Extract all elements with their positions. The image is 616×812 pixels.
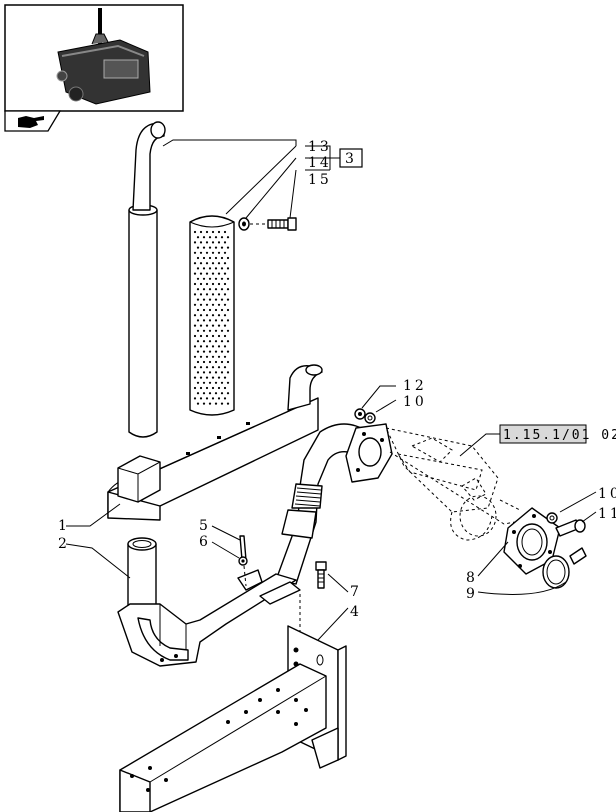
mounting-support-bracket bbox=[119, 625, 347, 812]
washer-part-14 bbox=[238, 217, 250, 231]
callout-label-2: 2 bbox=[58, 536, 70, 552]
clamp-part-9 bbox=[542, 547, 587, 589]
callout-label-13: 13 bbox=[308, 139, 332, 155]
perforated-heat-shield bbox=[189, 215, 235, 416]
flange-part-8 bbox=[503, 507, 561, 575]
callout-label-1: 1 bbox=[58, 518, 70, 534]
washer-part-10-lower bbox=[546, 512, 558, 524]
muffler-housing bbox=[107, 364, 323, 521]
callout-label-6: 6 bbox=[199, 534, 211, 550]
callout-label-5: 5 bbox=[199, 518, 211, 534]
callout-label-15: 15 bbox=[308, 172, 332, 188]
nut-part-12 bbox=[354, 408, 366, 420]
callout-label-10-lower: 10 bbox=[598, 486, 616, 502]
callout-label-9: 9 bbox=[466, 586, 478, 602]
screw-part-5 bbox=[238, 535, 248, 566]
lower-pipe-bracket bbox=[117, 537, 301, 667]
reference-box-label: 1.15.1/01 02 bbox=[503, 428, 616, 443]
bolt-part-15 bbox=[267, 217, 297, 231]
callout-label-4: 4 bbox=[350, 604, 362, 620]
callout-label-7: 7 bbox=[350, 584, 362, 600]
callout-label-10-upper: 10 bbox=[403, 394, 427, 410]
callout-label-14: 14 bbox=[308, 155, 332, 171]
hand-pointer-icon[interactable] bbox=[4, 110, 62, 132]
turbocharger-outline-phantom bbox=[385, 427, 527, 541]
flexible-exhaust-pipe bbox=[275, 423, 393, 585]
engine-thumbnail-icon[interactable] bbox=[4, 4, 184, 112]
exhaust-tailpipe bbox=[128, 121, 166, 438]
bolt-part-11 bbox=[555, 519, 586, 537]
callout-label-3: 3 bbox=[345, 151, 357, 167]
perforation-pattern bbox=[193, 230, 230, 405]
reference-box[interactable]: 1.15.1/01 02 bbox=[499, 424, 616, 444]
callout-label-8: 8 bbox=[466, 570, 478, 586]
washer-part-10-upper bbox=[364, 412, 376, 424]
callout-label-11: 11 bbox=[598, 506, 616, 522]
callout-box-3: 3 bbox=[339, 148, 363, 168]
bolt-part-7 bbox=[315, 561, 327, 589]
callout-label-12: 12 bbox=[403, 378, 427, 394]
